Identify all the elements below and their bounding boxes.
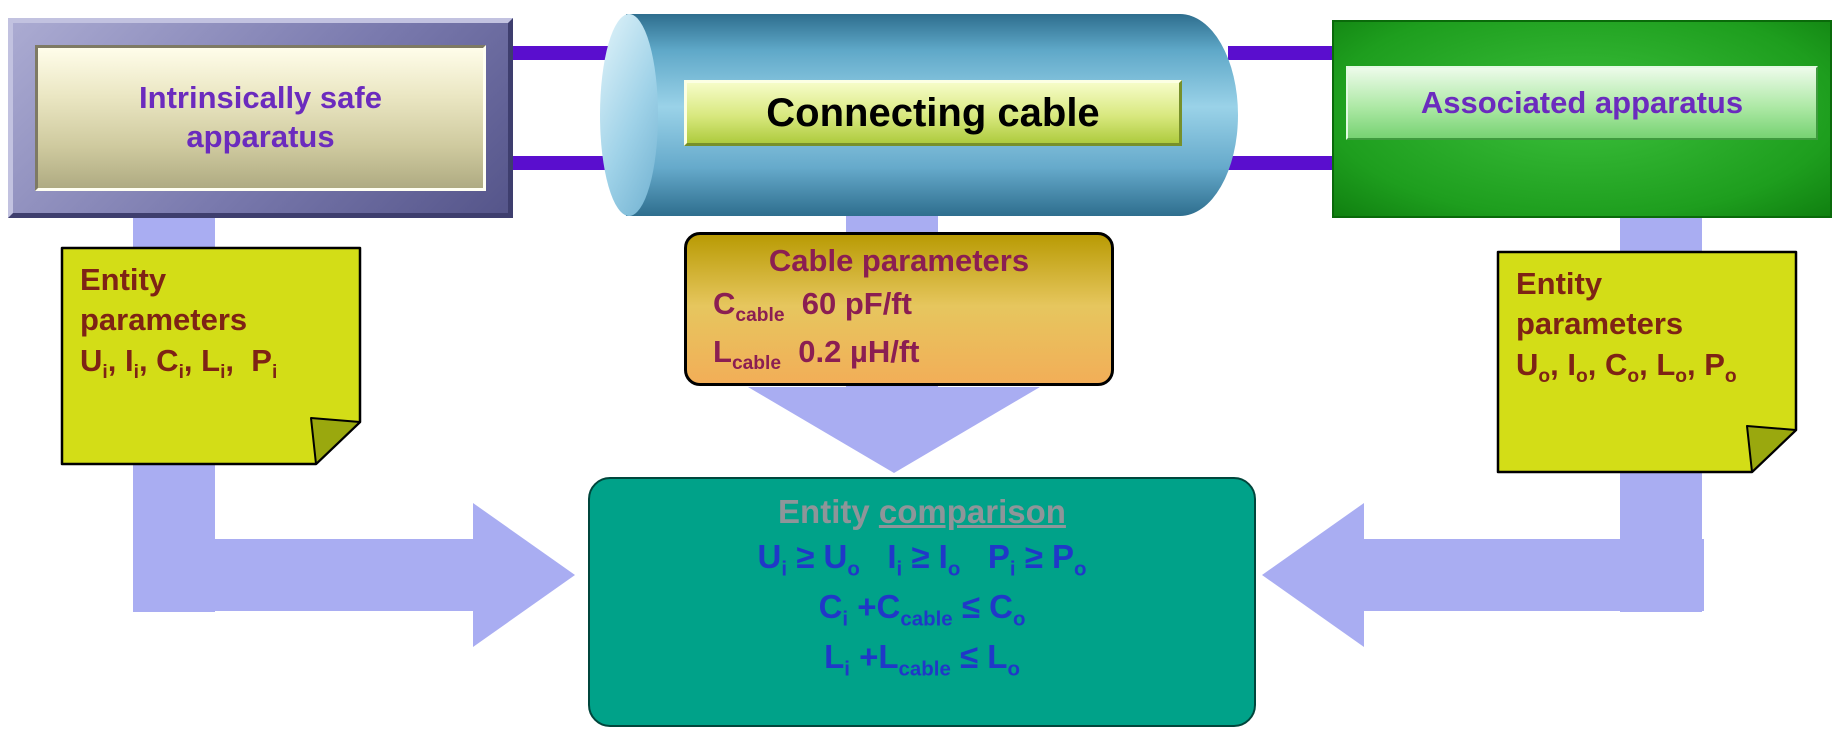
cable-parameters-title: Cable parameters [768, 243, 1030, 278]
entity-parameters-values-left: Ui, Ii, Ci, Li, Pi [80, 342, 278, 383]
cable-inductance-row: Lcable 0.2 µH/ft [713, 333, 920, 375]
entity-comparison-title: Entity comparison [590, 491, 1254, 534]
cable-cylinder-end-cap [600, 14, 658, 216]
intrinsically-safe-apparatus-box: Intrinsically safe apparatus [8, 18, 513, 218]
note-paper-icon [60, 246, 362, 466]
note-paper-icon [1496, 250, 1798, 474]
connector-line-right-bottom [1228, 156, 1338, 170]
connector-line-right-top [1228, 46, 1338, 60]
comparison-line-3: Li +Lcable ≤ Lo [824, 638, 1020, 681]
connecting-cable-label: Connecting cable [684, 80, 1182, 146]
comparison-title-prefix: Entity [778, 493, 879, 530]
entity-parameters-values-right: Uo, Io, Co, Lo, Po [1516, 346, 1737, 387]
arrow-left-head-icon [473, 503, 575, 647]
intrinsically-safe-apparatus-panel: Intrinsically safe apparatus [35, 45, 486, 191]
connecting-cable-cylinder: Connecting cable [600, 14, 1238, 216]
note-left-text: Entity parameters Ui, Ii, Ci, Li, Pi [80, 260, 352, 386]
intrinsically-safe-apparatus-label: Intrinsically safe apparatus [139, 80, 382, 154]
cable-parameters-box: Cable parameters Ccable 60 pF/ft Lcable … [684, 232, 1114, 386]
entity-comparison-box: Entity comparison Ui ≥ Uo Ii ≥ Io Pi ≥ P… [588, 477, 1256, 727]
associated-apparatus-panel: Associated apparatus [1346, 66, 1818, 140]
associated-apparatus-box: Associated apparatus [1332, 20, 1832, 218]
arrow-right-head-icon [1262, 503, 1364, 647]
arrow-left-horizontal [133, 539, 475, 611]
entity-parameters-title-left: Entity parameters [80, 262, 248, 338]
arrow-center-head-icon [748, 387, 1040, 473]
entity-parameters-title-right: Entity parameters [1516, 266, 1684, 342]
entity-parameters-note-left: Entity parameters Ui, Ii, Ci, Li, Pi [60, 246, 362, 466]
note-right-text: Entity parameters Uo, Io, Co, Lo, Po [1516, 264, 1788, 390]
comparison-line-1: Ui ≥ Uo Ii ≥ Io Pi ≥ Po [757, 537, 1087, 581]
comparison-line-2: Ci +Ccable ≤ Co [818, 588, 1026, 631]
comparison-title-underlined: comparison [878, 493, 1066, 530]
connector-line-left-top [505, 46, 617, 60]
entity-parameters-note-right: Entity parameters Uo, Io, Co, Lo, Po [1496, 250, 1798, 474]
cable-capacitance-row: Ccable 60 pF/ft [713, 285, 912, 327]
arrow-right-horizontal [1362, 539, 1704, 611]
connector-line-left-bottom [505, 156, 617, 170]
associated-apparatus-label: Associated apparatus [1420, 85, 1744, 120]
